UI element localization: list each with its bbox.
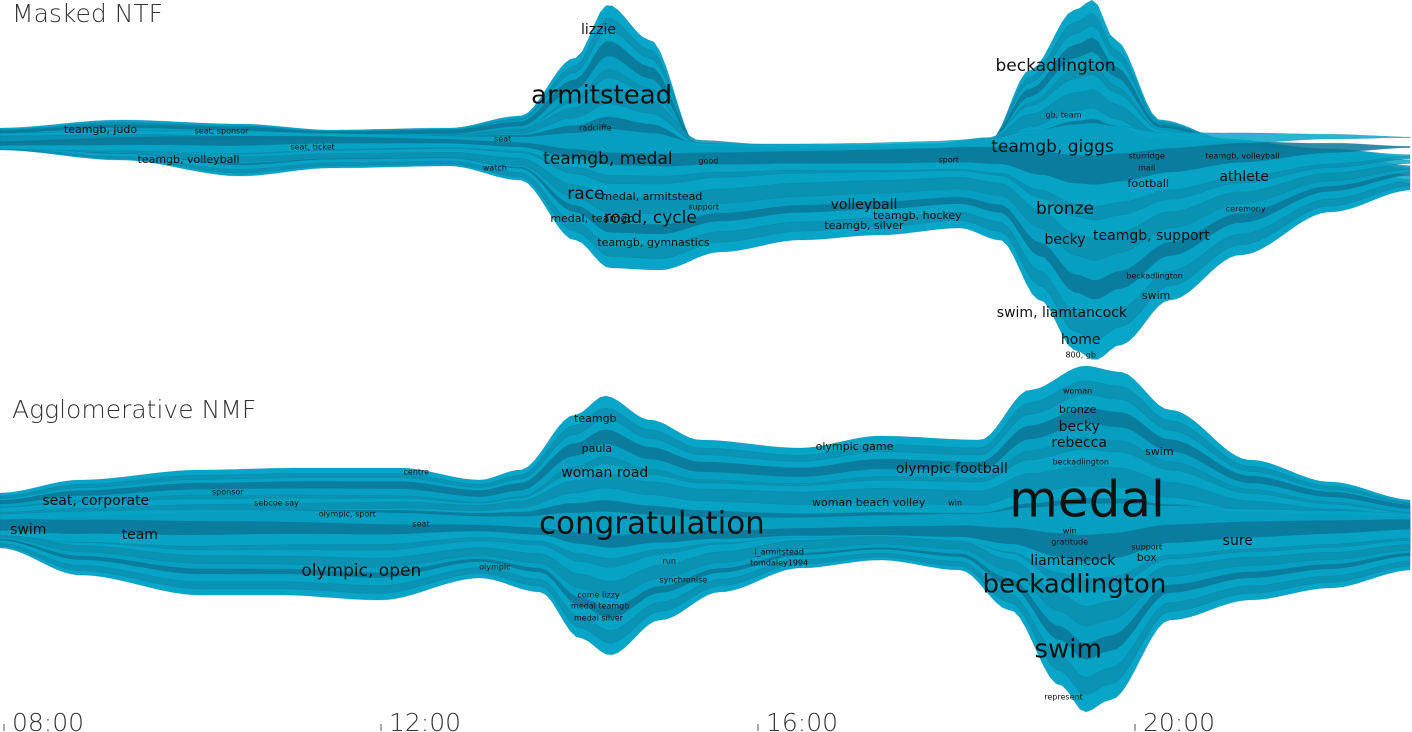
topic-label: olympic football — [896, 461, 1008, 477]
topic-label: swim — [10, 522, 46, 538]
topic-label: becky — [1059, 419, 1100, 435]
time-tick-label: 20:00 — [1143, 708, 1215, 732]
topic-label: mail — [1138, 164, 1155, 173]
topic-label: seat, sponsor — [195, 127, 249, 136]
topic-label: box — [1137, 551, 1157, 564]
agglomerative-nmf-labels: teamgb paula woman road congratulation run sy… — [10, 387, 1253, 702]
topic-label: beckadlington — [1126, 272, 1183, 281]
topic-label: run — [662, 557, 675, 566]
topic-label: come lizzy — [577, 591, 619, 600]
topic-label: radcliffe — [579, 124, 612, 133]
time-tick-label: 12:00 — [389, 708, 461, 732]
stream-layer — [0, 122, 1411, 156]
topic-label: win — [1063, 527, 1077, 536]
topic-label: olympic, open — [301, 561, 421, 581]
topic-label: teamgb, hockey — [873, 209, 962, 222]
stream-layer — [0, 502, 1411, 536]
topic-label: ceremony — [1226, 205, 1266, 214]
topic-label: bronze — [1036, 199, 1094, 219]
masked-ntf-labels: lizzie armitstead radcliffe teamgb, medal ra… — [64, 22, 1280, 360]
topic-label: woman beach volley — [812, 496, 926, 509]
topic-label: teamgb, support — [1093, 228, 1210, 244]
topic-label: sure — [1223, 533, 1253, 549]
topic-label: good — [698, 157, 718, 166]
topic-label: watch — [483, 164, 507, 173]
topic-label: gratitude — [1051, 538, 1088, 547]
topic-label: win — [948, 499, 962, 508]
topic-label: paula — [582, 442, 613, 455]
topic-label: becky — [1044, 232, 1085, 248]
topic-label: beckadlington — [1052, 458, 1109, 467]
topic-label: athlete — [1219, 169, 1269, 185]
topic-label: teamgb, giggs — [991, 137, 1114, 157]
topic-label: gb, team — [1046, 111, 1082, 120]
topic-label: volleyball — [831, 197, 898, 213]
topic-label: seat, ticket — [290, 143, 334, 152]
topic-label: beckadlington — [995, 56, 1115, 76]
topic-label: seat — [412, 520, 429, 529]
topic-label: race — [567, 184, 604, 204]
topic-label: seat — [494, 135, 511, 144]
topic-label: rebecca — [1051, 435, 1107, 451]
topic-label: represent — [1044, 693, 1082, 702]
topic-label: medal — [1009, 471, 1165, 529]
topic-label: swim — [1035, 635, 1102, 665]
topic-label: teamgb — [574, 412, 617, 425]
topic-label: teamgb, volleyball — [138, 153, 240, 166]
topic-label: woman — [1063, 387, 1092, 396]
time-tick-label: 16:00 — [766, 708, 838, 732]
topic-label: armitstead — [531, 81, 672, 111]
agglomerative-nmf-title: Agglomerative NMF — [12, 395, 256, 424]
topic-label: swim — [1142, 289, 1171, 302]
topic-label: team — [122, 527, 158, 543]
topic-label: teamgb, silver — [824, 219, 904, 232]
topic-label: olympic, sport — [319, 510, 376, 519]
topic-label: medal, teamgb — [550, 212, 634, 225]
topic-label: lizzie — [581, 22, 616, 38]
masked-ntf-streams — [0, 0, 1411, 360]
time-axis: 08:00 12:00 16:00 20:00 — [3, 708, 1215, 732]
topic-label: synchronise — [659, 576, 707, 585]
topic-label: seat, corporate — [42, 493, 149, 509]
topic-label: teamgb, medal — [543, 149, 672, 169]
topic-label: medal, armitstead — [601, 190, 702, 203]
topic-label: sturridge — [1129, 152, 1165, 161]
topic-label: home — [1061, 332, 1101, 348]
masked-ntf-title: Masked NTF — [12, 0, 163, 28]
topic-label: support — [688, 203, 719, 212]
topic-label: teamgb, gymnastics — [597, 236, 710, 249]
topic-label: sebcoe say — [254, 499, 299, 508]
topic-label: teamgb, volleyball — [1205, 152, 1279, 161]
topic-label: woman road — [561, 465, 648, 481]
masked-ntf-panel: lizzie armitstead radcliffe teamgb, medal ra… — [0, 0, 1411, 360]
topic-label: olympic — [479, 563, 510, 572]
topic-label: medal silver — [574, 614, 624, 623]
topic-label: sport — [939, 156, 960, 165]
topic-label: bronze — [1059, 403, 1097, 416]
topic-label: centre — [404, 468, 430, 477]
agglomerative-nmf-panel: teamgb paula woman road congratulation run sy… — [0, 365, 1411, 713]
topic-label: football — [1128, 177, 1169, 190]
topic-label: congratulation — [539, 506, 765, 542]
topic-label: olympic game — [816, 440, 894, 453]
topic-label: road, cycle — [604, 208, 697, 228]
topic-label: tomdaley1994 — [750, 559, 808, 568]
topic-label: medal teamgb — [571, 602, 629, 611]
topic-label: support — [1131, 543, 1162, 552]
topic-label: swim — [1145, 445, 1174, 458]
agglomerative-nmf-streams — [0, 365, 1411, 713]
topic-label: l_armitstead — [754, 548, 804, 557]
topic-label: liamtancock — [1030, 553, 1116, 569]
topic-label: swim, liamtancock — [997, 305, 1128, 321]
time-tick-label: 08:00 — [12, 708, 84, 732]
topic-label: teamgb, judo — [64, 123, 138, 136]
topic-label: sponsor — [212, 488, 244, 497]
topic-label: 800, gb — [1065, 351, 1096, 360]
topic-label: beckadlington — [982, 570, 1166, 600]
